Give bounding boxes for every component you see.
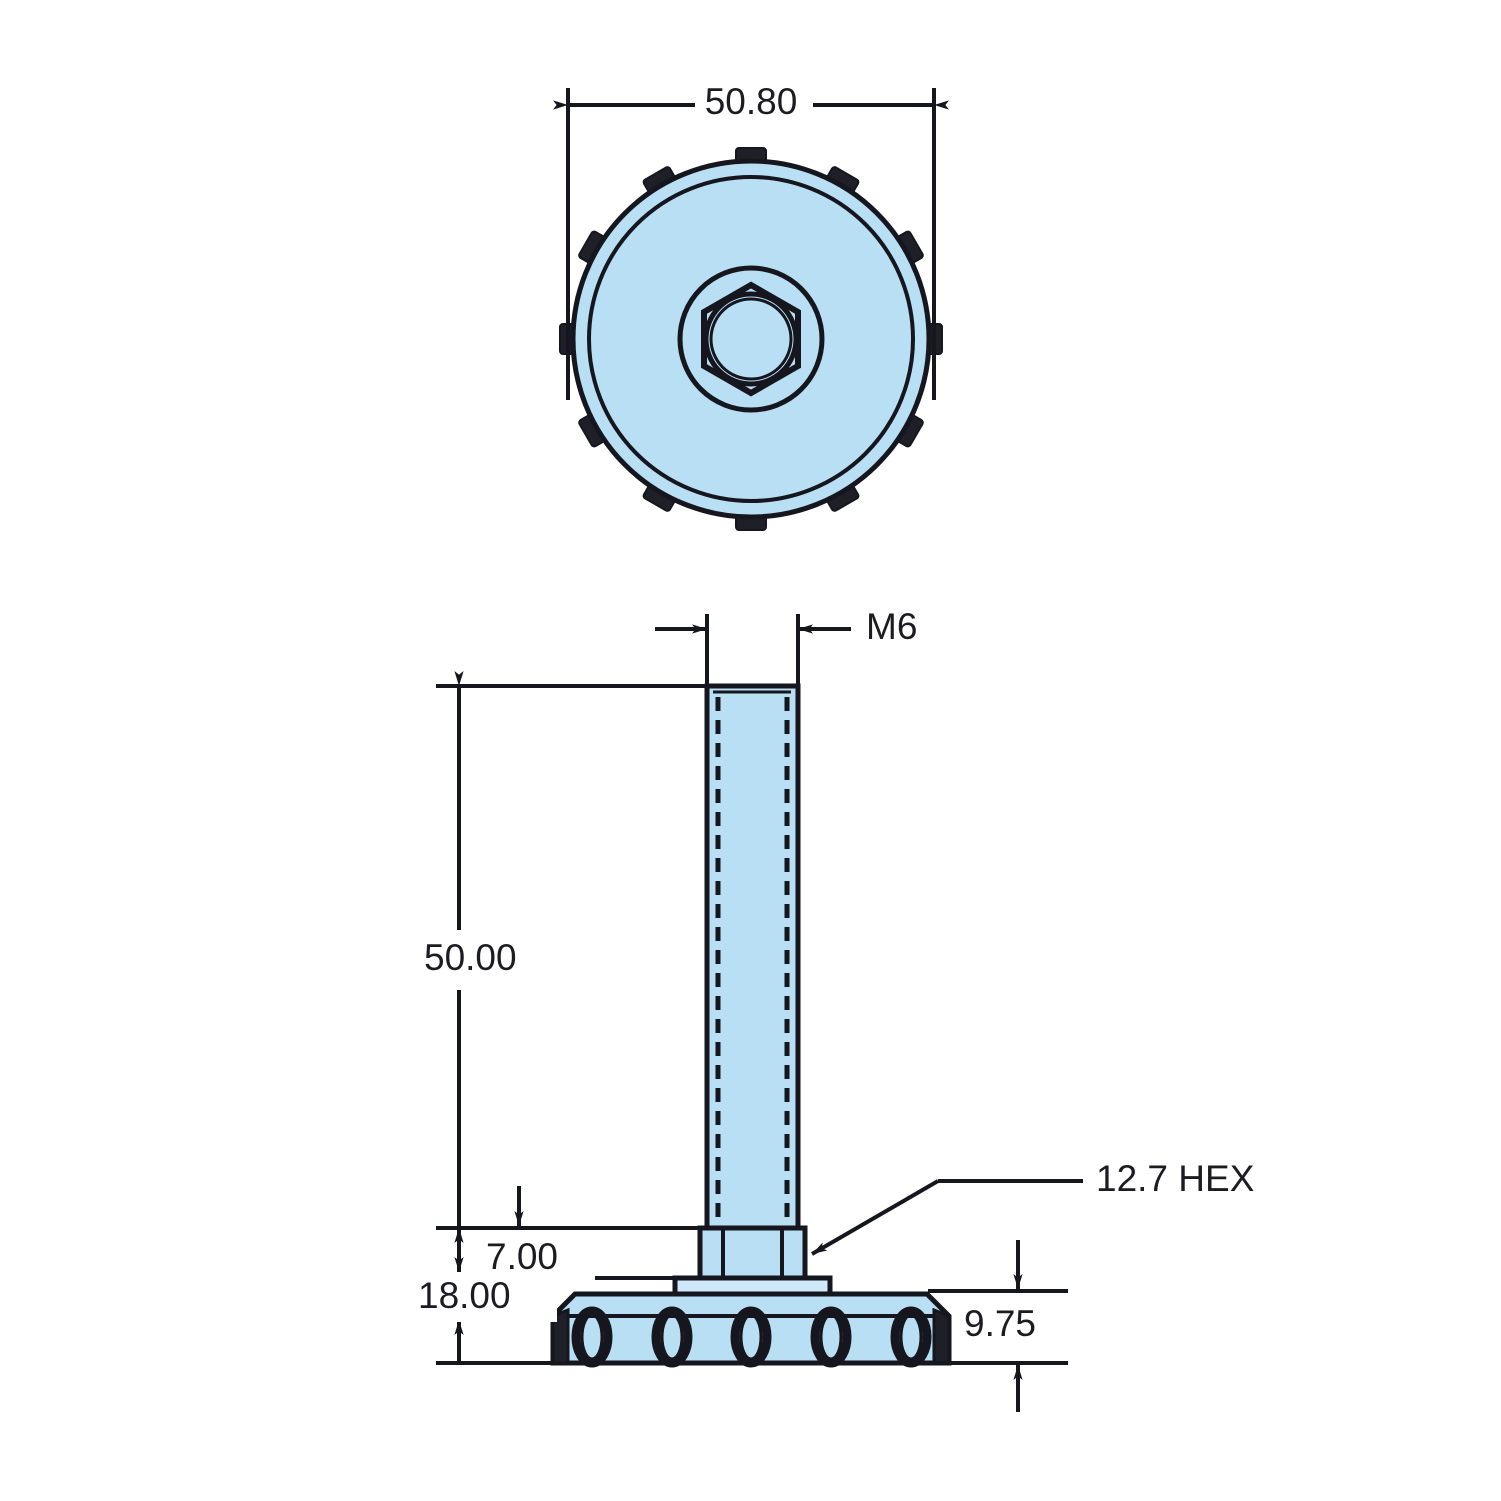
base-pad-right-chamfer [925,1292,951,1318]
base-assembly-height-value: 18.00 [418,1275,511,1316]
base-pad-body [550,1291,952,1366]
base-pad-end-cap-right [932,1307,951,1365]
hex-across-flats-value: 12.7 HEX [1096,1158,1254,1199]
stud-length-dimension: 50.00 [415,671,707,1243]
pad-thickness-value: 9.75 [964,1303,1036,1344]
top-view: 50.80 [553,78,949,531]
base-diameter-dimension: 50.80 [553,78,949,400]
thread-size-dimension: M6 [655,606,917,688]
base-assembly-height-dimension: 18.00 [412,1228,557,1365]
hex-note-leader-line [810,1179,940,1256]
base-height-text-mask [412,1274,557,1322]
base-pad-end-cap-left [551,1307,570,1365]
dimension-text-mask [695,78,813,128]
hex-across-flats-note: 12.7 HEX [810,1158,1254,1256]
hex-height-value: 7.00 [486,1236,558,1277]
base-pad-slots [571,1306,932,1368]
pad-thickness-text-mask [958,1300,1078,1350]
thread-bore-circle [709,297,793,381]
thread-size-value: M6 [866,606,917,647]
pad-thickness-dimension: 9.75 [928,1240,1078,1412]
threaded-stud-body [704,683,801,1234]
base-diameter-value: 50.80 [705,81,798,122]
hex-nut-body [697,1225,808,1283]
front-view: M6 50.00 7.00 18.00 [412,606,1254,1412]
stud-length-value: 50.00 [424,937,517,978]
stud-length-text-mask [415,930,540,990]
